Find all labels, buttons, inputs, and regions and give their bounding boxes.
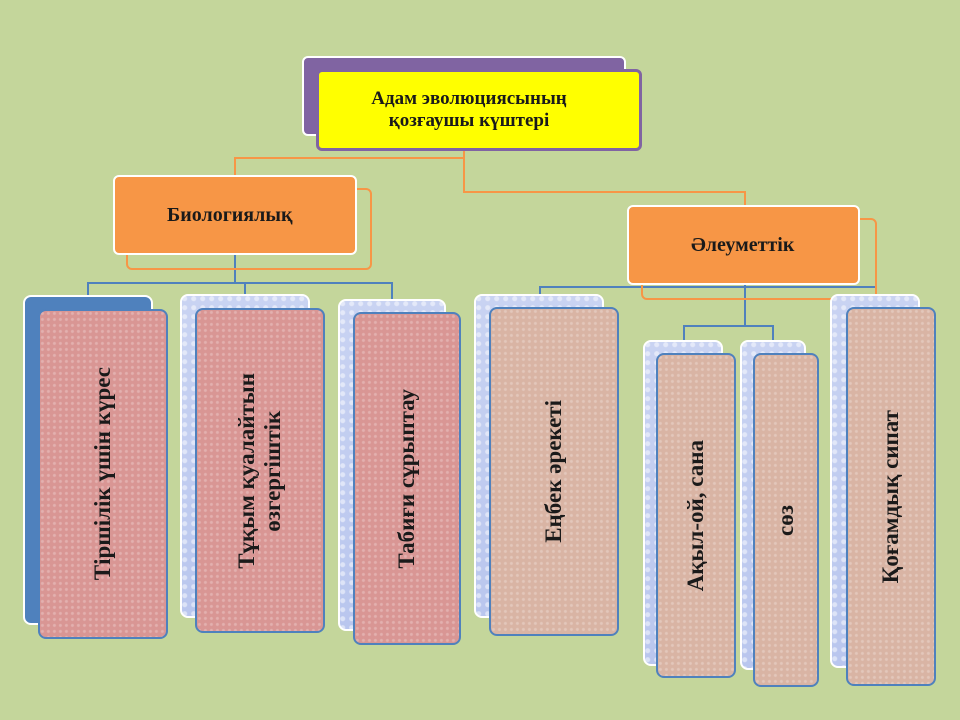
category-biological-label: Биологиялық (167, 203, 293, 226)
leaf-heredity-line2: өзгергіштік (260, 409, 285, 532)
category-biological: Биологиялық (113, 175, 357, 255)
leaf-struggle-for-existence: Тіршілік үшін күрес (38, 309, 168, 639)
connector-root-biological (234, 150, 465, 176)
leaf-social-nature-label: Қоғамдық сипат (878, 409, 903, 584)
root-node: Адам эволюциясының қозғаушы күштері (316, 69, 642, 151)
leaf-struggle-label: Тіршілік үшін күрес (90, 367, 115, 581)
leaf-speech-label: сөз (773, 504, 798, 536)
connector-root-social (463, 158, 746, 206)
leaf-mind-label: Ақыл-ой, сана (683, 439, 708, 592)
root-label-line2: қозғаушы күштері (388, 110, 550, 131)
leaf-hereditary-variability: Тұқым қуалайтын өзгергіштік (195, 308, 325, 633)
category-social: Әлеуметтік (627, 205, 860, 285)
leaf-natural-selection: Табиғи сұрыптау (353, 312, 461, 645)
leaf-heredity-line1: Тұқым қуалайтын (234, 372, 259, 569)
connector-bio-bar (87, 282, 393, 300)
leaf-speech: сөз (753, 353, 819, 687)
leaf-labor-label: Еңбек әрекеті (541, 400, 566, 543)
leaf-selection-label: Табиғи сұрыптау (394, 388, 419, 569)
root-label-line1: Адам эволюциясының (371, 88, 567, 109)
root-node-label: Адам эволюциясының қозғаушы күштері (371, 88, 566, 132)
connector-soc-sub-bar (683, 325, 774, 342)
leaf-labor-activity: Еңбек әрекеті (489, 307, 619, 636)
leaf-mind-consciousness: Ақыл-ой, сана (656, 353, 736, 678)
leaf-heredity-label: Тұқым қуалайтын өзгергіштік (234, 373, 286, 569)
category-social-label: Әлеуметтік (691, 233, 795, 256)
leaf-social-nature: Қоғамдық сипат (846, 307, 936, 686)
